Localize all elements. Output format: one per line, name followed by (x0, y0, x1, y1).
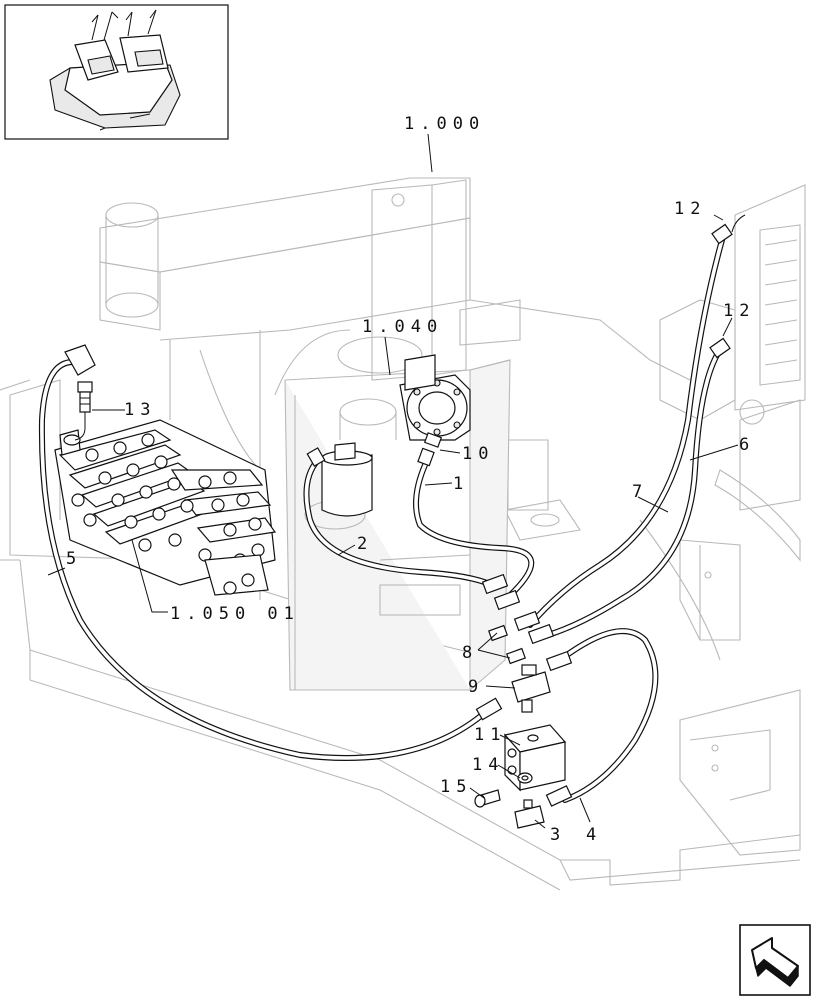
control-valve-block (54, 419, 277, 596)
part-label-13: 13 (124, 400, 156, 420)
manifold-block (503, 724, 567, 792)
hose-1 (413, 462, 535, 603)
washer-and-bolt (474, 772, 533, 808)
hose-5 (38, 358, 491, 761)
machine-cab-thumbnail (4, 4, 229, 140)
part-label-9: 9 (468, 677, 484, 697)
hose-2 (303, 457, 495, 588)
next-page-arrow-icon[interactable] (739, 924, 811, 996)
part-label-14: 14 (472, 755, 504, 775)
hose-7 (545, 347, 723, 638)
part-labels: 1.000 1.040 1.050 01 1 2 3 4 5 6 7 8 9 1… (66, 114, 755, 845)
part-label-12-upper: 12 (674, 199, 706, 219)
part-label-10: 10 (462, 444, 494, 464)
pilot-line (74, 214, 746, 441)
part-label-6: 6 (739, 435, 755, 455)
part-label-11: 11 (474, 725, 506, 745)
hose-4 (557, 628, 659, 803)
part-label-15: 15 (440, 777, 472, 797)
part-label-2: 2 (357, 534, 373, 554)
ref-label-1040: 1.040 (362, 317, 443, 337)
part-label-3: 3 (550, 825, 566, 845)
tank-housing (284, 336, 511, 691)
part-label-12-lower: 12 (723, 301, 755, 321)
part-label-1: 1 (453, 474, 469, 494)
filter-head (399, 354, 471, 441)
leader-lines (47, 133, 739, 829)
part-label-5: 5 (66, 549, 82, 569)
part-label-4: 4 (586, 825, 602, 845)
ref-label-1050: 1.050 01 (170, 604, 300, 624)
ref-label-1000: 1.000 (404, 114, 485, 134)
hose-6 (527, 237, 725, 628)
filter-canister (321, 442, 373, 517)
part-label-7: 7 (632, 482, 648, 502)
part-label-8: 8 (462, 643, 478, 663)
